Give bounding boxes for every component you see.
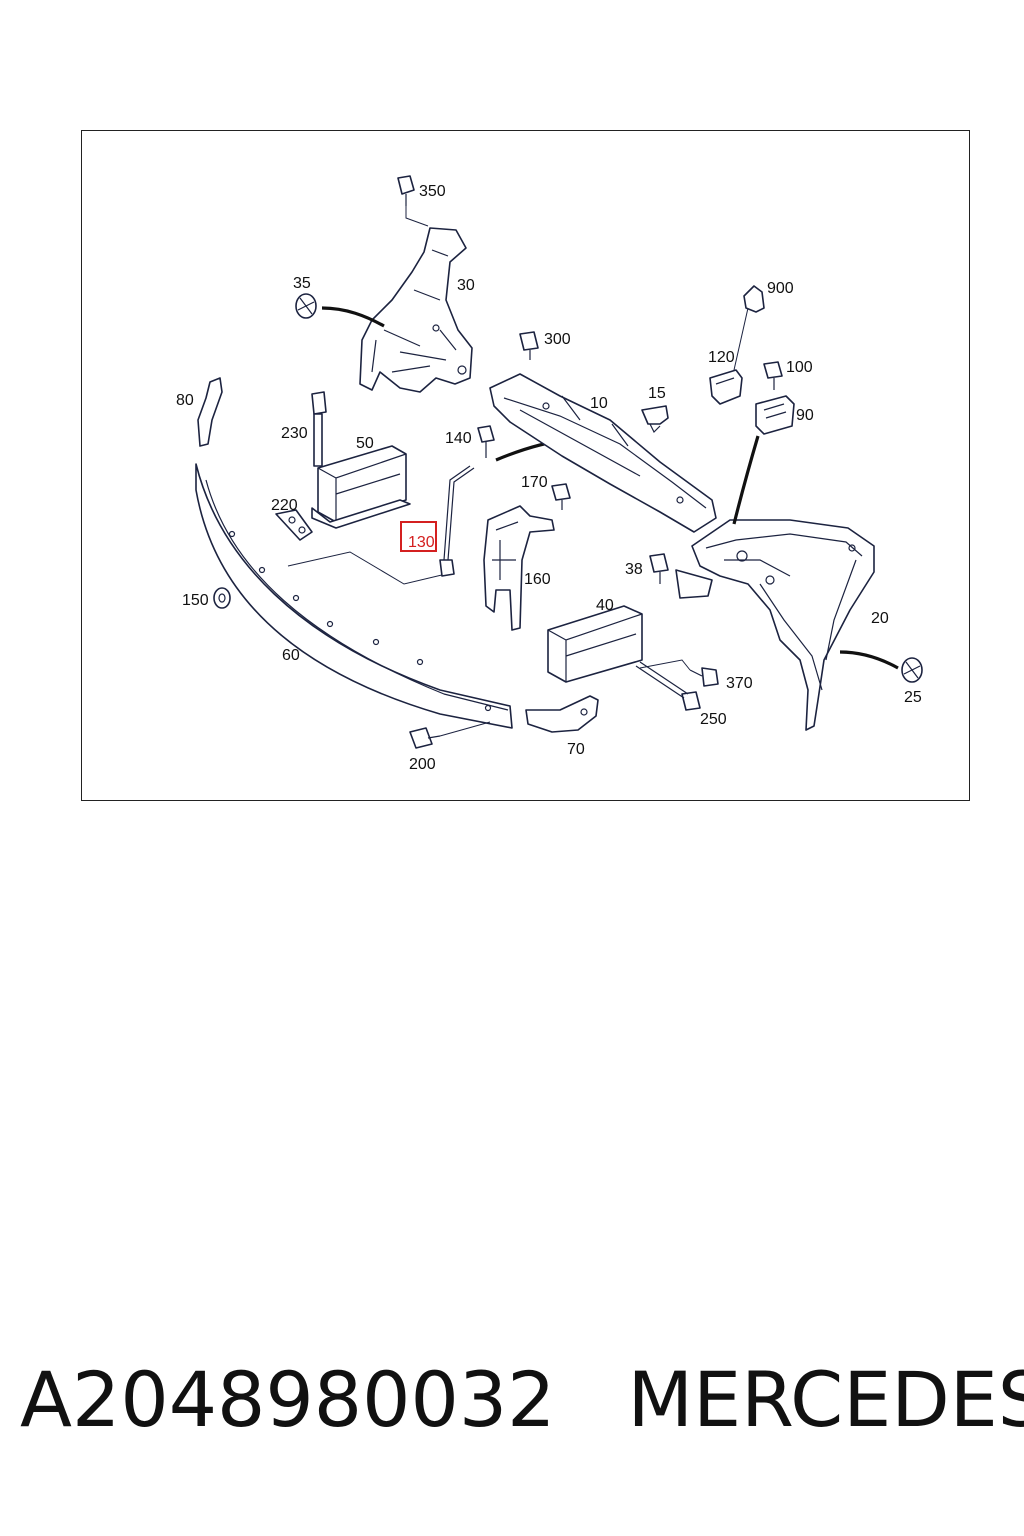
diagram-frame [81, 130, 970, 801]
label-100: 100 [786, 359, 813, 376]
nut-150 [213, 587, 231, 609]
label-90: 90 [796, 407, 814, 424]
bolt-350 [397, 175, 429, 227]
part-900-tag [733, 285, 765, 371]
label-230: 230 [281, 425, 308, 442]
highlight-box-130 [400, 521, 437, 552]
brand-name: MERCEDES [627, 1355, 1024, 1444]
label-15: 15 [648, 385, 666, 402]
part-80-bracket [197, 377, 223, 447]
label-250: 250 [700, 711, 727, 728]
part-160-bracket [483, 505, 555, 631]
label-300: 300 [544, 331, 571, 348]
label-30: 30 [457, 277, 475, 294]
label-140: 140 [445, 430, 472, 447]
part-30-bracket [359, 227, 473, 393]
part-10-cross-member [489, 373, 717, 533]
bolt-250 [635, 661, 701, 711]
label-350: 350 [419, 183, 446, 200]
bolt-370 [639, 659, 719, 687]
bolt-170 [551, 483, 571, 510]
label-38: 38 [625, 561, 643, 578]
part-220-plate [275, 509, 313, 541]
bolt-100 [763, 361, 783, 390]
part-50-crashbox [311, 445, 411, 529]
bolt-200 [409, 721, 491, 749]
part-120-clip [709, 369, 743, 405]
part-70-bracket [525, 695, 599, 733]
label-50: 50 [356, 435, 374, 452]
label-70: 70 [567, 741, 585, 758]
label-80: 80 [176, 392, 194, 409]
bolt-230 [311, 391, 327, 467]
clip-35 [295, 293, 385, 328]
label-20: 20 [871, 610, 889, 627]
label-10: 10 [590, 395, 608, 412]
clip-25 [839, 650, 923, 683]
label-60: 60 [282, 647, 300, 664]
callout-labels: 350 30 35 900 300 120 100 80 15 10 90 23… [176, 183, 922, 773]
part-130-rod [439, 465, 475, 577]
clip-15 [641, 405, 669, 434]
label-220: 220 [271, 497, 298, 514]
label-200: 200 [409, 756, 436, 773]
label-150: 150 [182, 592, 209, 609]
part-20-side-frame [675, 519, 875, 731]
part-90-latch [732, 395, 795, 525]
part-number: A2048980032 [20, 1355, 556, 1444]
part-60-bumper-beam [195, 463, 513, 729]
label-35: 35 [293, 275, 311, 292]
label-130: 130 [408, 534, 435, 551]
bolt-38 [649, 553, 669, 584]
part-40-crashbox [547, 605, 643, 683]
label-900: 900 [767, 280, 794, 297]
label-160: 160 [524, 571, 551, 588]
label-40: 40 [596, 597, 614, 614]
label-370: 370 [726, 675, 753, 692]
parts-diagram: 350 30 35 900 300 120 100 80 15 10 90 23… [176, 175, 923, 773]
label-25: 25 [904, 689, 922, 706]
label-170: 170 [521, 474, 548, 491]
bolt-300 [519, 331, 539, 360]
label-120: 120 [708, 349, 735, 366]
